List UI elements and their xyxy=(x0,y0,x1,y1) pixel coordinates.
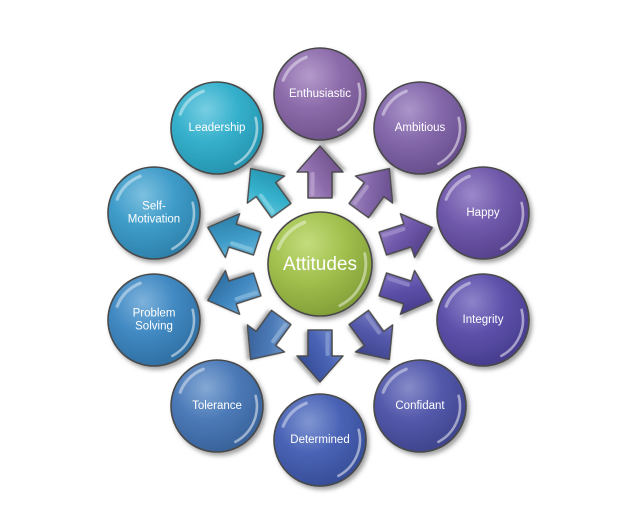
arrow-layer xyxy=(207,145,433,383)
node-circle xyxy=(107,166,201,260)
node-gloss xyxy=(444,174,471,201)
node-rim-light xyxy=(234,116,259,166)
node-gloss xyxy=(381,367,408,394)
hub-circle xyxy=(267,211,373,317)
node-rim-light xyxy=(500,201,525,251)
node-circle xyxy=(373,81,467,175)
node-confidant[interactable]: Confidant xyxy=(373,359,467,453)
node-circle xyxy=(436,166,530,260)
node-gloss xyxy=(381,89,408,116)
node-circle xyxy=(273,393,367,487)
node-gloss xyxy=(178,367,205,394)
node-integrity[interactable]: Integrity xyxy=(436,273,530,367)
node-happy[interactable]: Happy xyxy=(436,166,530,260)
node-rim-light xyxy=(234,394,259,444)
node-circle xyxy=(373,359,467,453)
node-rim-light xyxy=(437,116,462,166)
node-gloss xyxy=(281,55,308,82)
node-circle xyxy=(273,47,367,141)
node-rim-light xyxy=(171,308,196,358)
node-rim-light xyxy=(337,82,362,132)
node-enthusiastic[interactable]: Enthusiastic xyxy=(273,47,367,141)
node-circle xyxy=(170,359,264,453)
node-rim-light xyxy=(171,201,196,251)
arrow-to-confidant xyxy=(348,309,394,361)
node-gloss xyxy=(115,174,142,201)
arrow-to-leadership xyxy=(246,167,292,219)
arrow-to-self-motivation xyxy=(207,212,262,259)
node-rim-light xyxy=(437,394,462,444)
arrow-to-happy xyxy=(378,212,433,259)
node-circle xyxy=(170,81,264,175)
node-circle xyxy=(107,273,201,367)
node-gloss xyxy=(281,401,308,428)
hub-gloss xyxy=(276,220,307,251)
arrow-to-enthusiastic xyxy=(296,145,344,199)
node-rim-light xyxy=(500,308,525,358)
arrow-to-problem-solving xyxy=(207,269,262,316)
node-leadership[interactable]: Leadership xyxy=(170,81,264,175)
node-self-motivation[interactable]: Self-Motivation xyxy=(107,166,201,260)
hub-rim-light xyxy=(338,252,368,307)
node-circle xyxy=(436,273,530,367)
arrow-to-integrity xyxy=(378,269,433,316)
node-rim-light xyxy=(337,428,362,478)
node-gloss xyxy=(444,281,471,308)
arrow-to-ambitious xyxy=(348,167,394,219)
arrow-to-determined xyxy=(296,329,344,383)
node-gloss xyxy=(178,89,205,116)
node-gloss xyxy=(115,281,142,308)
arrow-to-tolerance xyxy=(246,309,292,361)
node-tolerance[interactable]: Tolerance xyxy=(170,359,264,453)
node-ambitious[interactable]: Ambitious xyxy=(373,81,467,175)
hub-node-attitudes[interactable]: Attitudes xyxy=(267,211,373,317)
node-determined[interactable]: Determined xyxy=(273,393,367,487)
hub-layer: Attitudes xyxy=(267,211,373,317)
